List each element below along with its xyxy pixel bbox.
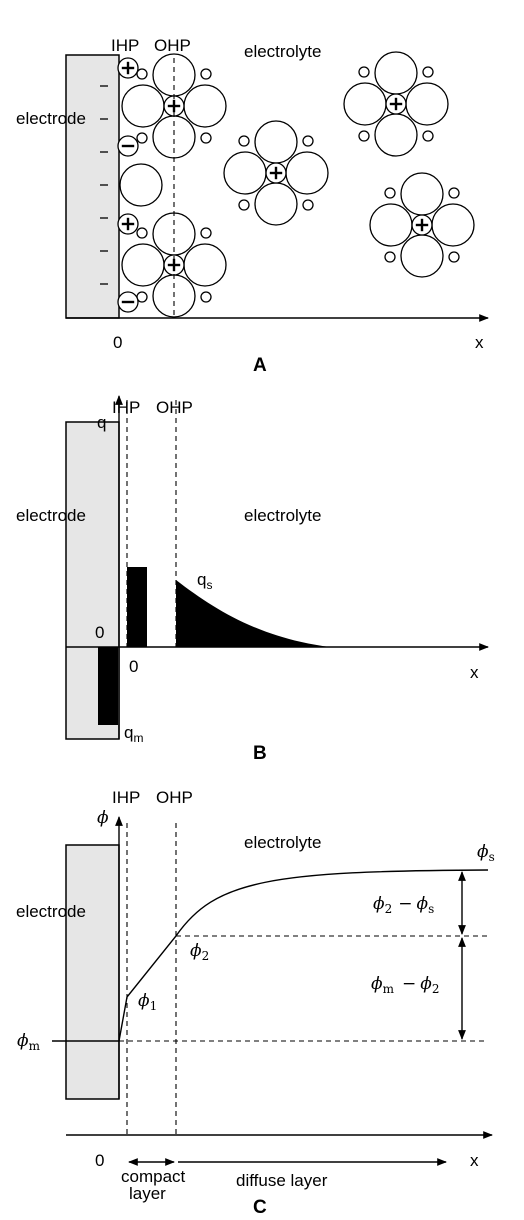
x-axis-label: x [475, 333, 484, 352]
cation [385, 93, 407, 115]
phi-axis-label: ϕ [97, 808, 109, 828]
diffuse-layer-label: diffuse layer [236, 1171, 328, 1190]
solvated-cation [343, 51, 449, 157]
panel-a: IHP OHP electrolyte electrode 0 x A [16, 36, 489, 376]
qm-label: qm [124, 723, 143, 745]
solvent-molecule [121, 243, 165, 287]
solvent-molecule [374, 113, 418, 157]
solvated-cation [369, 172, 475, 278]
electrode-label: electrode [16, 109, 86, 128]
solvent-hydrogen [384, 251, 396, 263]
electrode-label: electrode [16, 902, 86, 921]
x-zero-label: 0 [113, 333, 122, 352]
cation [411, 214, 433, 236]
solvent-hydrogen [358, 66, 370, 78]
solvent-molecule [121, 84, 165, 128]
solvent-molecule [183, 84, 227, 128]
solvent-hydrogen [200, 291, 212, 303]
solvent-hydrogen [422, 66, 434, 78]
adsorbed-cation [117, 57, 139, 79]
panel-label-b: B [253, 743, 267, 764]
q-axis-label: q [97, 413, 106, 432]
solvent-hydrogen [358, 130, 370, 142]
phim-minus-phi2-label: ϕm−ϕ2 [371, 974, 439, 996]
solvent-molecule [369, 203, 413, 247]
solvated-cation [223, 120, 329, 226]
ohp-label: OHP [156, 398, 193, 417]
ihp-label: IHP [111, 36, 139, 55]
solvent-hydrogen [384, 187, 396, 199]
solvent-hydrogen [136, 227, 148, 239]
zero-bottom-label: 0 [129, 657, 138, 676]
ihp-charge-bar [127, 567, 147, 647]
potential-profile-curve [118, 869, 489, 1042]
ohp-label: OHP [154, 36, 191, 55]
cation [265, 162, 287, 184]
solvent-hydrogen [200, 227, 212, 239]
solvent-hydrogen [200, 68, 212, 80]
electrode-charge-bar [98, 647, 118, 725]
phi-s-label: ϕs [477, 842, 495, 864]
ohp-label: OHP [156, 788, 193, 807]
electrolyte-label: electrolyte [244, 833, 321, 852]
panel-label-c: C [253, 1197, 267, 1218]
solvent-molecule [343, 82, 387, 126]
solvent-hydrogen [136, 68, 148, 80]
electrode-charges [100, 85, 108, 285]
qs-label: qs [197, 570, 212, 592]
solvent-hydrogen [238, 135, 250, 147]
electrode-block [65, 844, 120, 1100]
phi-1-label: ϕ1 [138, 991, 157, 1013]
solvent-hydrogen [200, 132, 212, 144]
solvent-hydrogen [448, 251, 460, 263]
electrolyte-label: electrolyte [244, 506, 321, 525]
solvent-molecule [374, 51, 418, 95]
electrolyte-label: electrolyte [244, 42, 321, 61]
phi2-minus-phis-label: ϕ2−ϕs [373, 894, 434, 916]
adsorbed-anion [117, 135, 139, 157]
x-axis-label: x [470, 1151, 479, 1170]
solvent-hydrogen [422, 130, 434, 142]
solvent-hydrogen [302, 199, 314, 211]
x-axis-label: x [470, 663, 479, 682]
solvent-molecule [285, 151, 329, 195]
ihp-label: IHP [112, 398, 140, 417]
diffuse-charge-profile [176, 580, 330, 647]
solvent-molecule [254, 182, 298, 226]
solvent-molecule [400, 234, 444, 278]
electrode-label: electrode [16, 506, 86, 525]
solvent-hydrogen [448, 187, 460, 199]
compact-label: compact [121, 1167, 186, 1186]
solvent-molecule [431, 203, 475, 247]
adsorbed-anion [117, 291, 139, 313]
solvent-hydrogen [136, 132, 148, 144]
ihp-label: IHP [112, 788, 140, 807]
adsorbed-ions [117, 57, 163, 313]
adsorbed-cation [117, 213, 139, 235]
layer-label: layer [129, 1184, 166, 1203]
solvated-ions [121, 51, 475, 318]
solvent-molecule [400, 172, 444, 216]
adsorbed-solvent-molecule [119, 163, 163, 207]
solvent-molecule [183, 243, 227, 287]
solvent-hydrogen [238, 199, 250, 211]
panel-c: IHP OHP ϕ electrode electrolyte ϕs ϕ2−ϕs… [16, 788, 495, 1218]
panel-label-a: A [253, 355, 267, 376]
solvent-molecule [405, 82, 449, 126]
panel-b: IHP OHP q electrode electrolyte 0 0 x qs… [16, 395, 489, 764]
solvent-hydrogen [302, 135, 314, 147]
phi-2-label: ϕ2 [190, 941, 209, 963]
phi-m-label: ϕm [17, 1031, 41, 1053]
electrode-block [65, 54, 120, 319]
solvent-molecule [254, 120, 298, 164]
zero-left-label: 0 [95, 623, 104, 642]
solvent-molecule [223, 151, 267, 195]
x-zero-label: 0 [95, 1151, 104, 1170]
